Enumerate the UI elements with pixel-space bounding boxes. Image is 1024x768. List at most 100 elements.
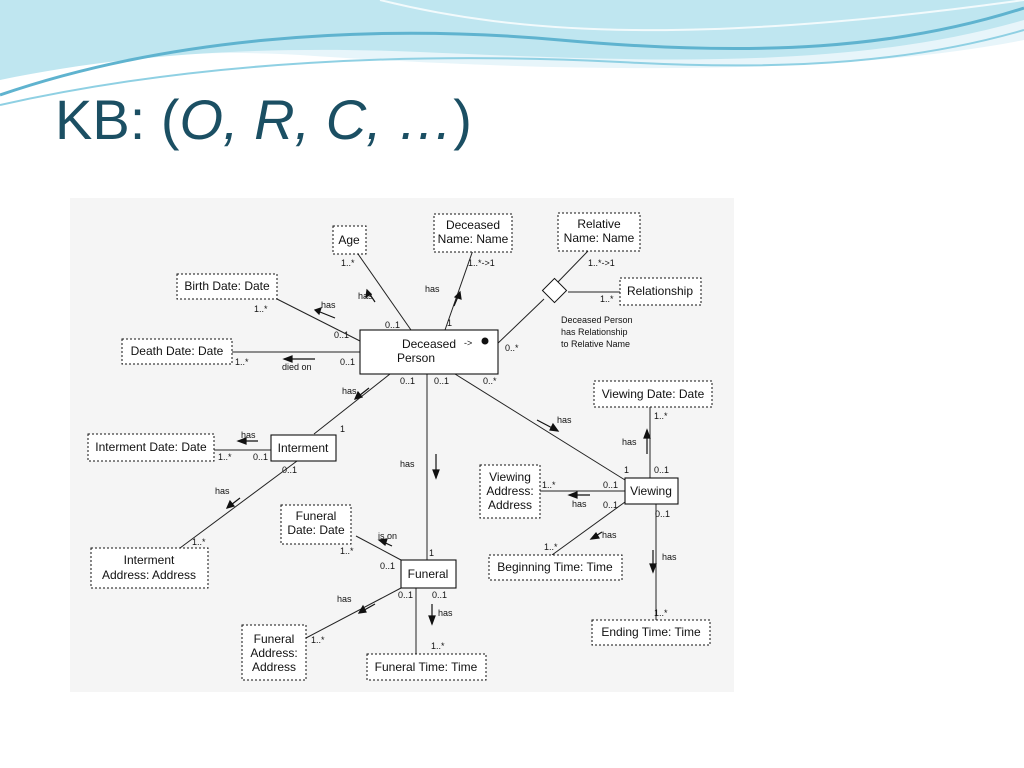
direction-arrows (225, 288, 657, 626)
rel-label-has-interment-date: has (241, 430, 256, 440)
lexical-birth-date: Birth Date: Date (176, 273, 278, 300)
viewing-label: Viewing (630, 484, 672, 498)
lexical-funeral-time: Funeral Time: Time (366, 653, 487, 681)
object-set-deceased-person: Deceased Person -> (359, 329, 499, 375)
knowledge-base-diagram: Deceased Person -> Interment Funeral Vie… (70, 198, 734, 692)
lexical-interment-date: Interment Date: Date (87, 433, 215, 462)
rel-label-has-name: has (425, 284, 440, 294)
funeral-address-label-3: Address (252, 660, 296, 674)
edge-relative-name (555, 250, 589, 285)
viewing-address-label-3: Address (488, 498, 532, 512)
card-age-1-star: 1..* (341, 258, 355, 268)
arrow-has-funeral-address-icon (357, 603, 376, 614)
edge-funeral-address (305, 587, 402, 639)
rel-label-has-viewing-date: has (622, 437, 637, 447)
rel-label-is-on: is on (378, 531, 397, 541)
deceased-person-label-2: Person (397, 351, 435, 365)
main-object-dot-icon (481, 337, 489, 345)
rel-label-has-viewing: has (557, 415, 572, 425)
rel-label-died-on: died on (282, 362, 312, 372)
viewing-address-label-2: Address: (486, 484, 533, 498)
relationship-note-line-2: has Relationship (561, 327, 628, 337)
interment-address-label-1: Interment (124, 553, 175, 567)
arrow-died-on-icon (282, 355, 315, 363)
rel-label-has-interment: has (342, 386, 357, 396)
rel-label-has-funeral-address: has (337, 594, 352, 604)
card-interment-address-0-1: 0..1 (282, 465, 297, 475)
card-interment-date-0-1: 0..1 (253, 452, 268, 462)
arrow-has-name-icon (453, 290, 462, 307)
edge-birth-date (274, 297, 361, 342)
relationship-labels: has has has died on has has has has is o… (215, 284, 677, 618)
edge-viewing (454, 373, 626, 481)
edge-age (357, 253, 412, 331)
lexical-viewing-address: Viewing Address: Address (479, 464, 541, 519)
card-funeral-date-1-star: 1..* (340, 546, 354, 556)
main-object-arrow-mark: -> (464, 338, 472, 348)
lexical-ending-time: Ending Time: Time (591, 619, 711, 646)
relative-name-label-1: Relative (577, 217, 621, 231)
card-funeral-address-1-star: 1..* (311, 635, 325, 645)
arrow-has-viewing-address-icon (567, 491, 590, 499)
title-suffix: ) (453, 88, 472, 151)
deceased-name-label-1: Deceased (446, 218, 500, 232)
cardinalities: 1..* 1..*->1 1..*->1 1..* 1..* 0..1 0..1… (192, 258, 670, 651)
relationship-note-line-3: to Relative Name (561, 339, 630, 349)
card-person-name-1: 1 (447, 318, 452, 328)
card-relative-1-star-to-1: 1..*->1 (588, 258, 615, 268)
funeral-date-label-2: Date: Date (287, 523, 345, 537)
arrow-has-funeral-icon (432, 454, 440, 480)
arrow-is-on-icon (377, 538, 393, 547)
card-interment-date-1-star: 1..* (218, 452, 232, 462)
beginning-time-label: Beginning Time: Time (497, 560, 613, 574)
rel-label-has-ending-time: has (662, 552, 677, 562)
edge-funeral-date (355, 535, 402, 561)
interment-date-label: Interment Date: Date (95, 440, 207, 454)
lexical-viewing-date: Viewing Date: Date (593, 380, 713, 408)
funeral-address-label-1: Funeral (254, 632, 295, 646)
object-set-funeral: Funeral (400, 559, 457, 589)
card-relationship-1-star: 1..* (600, 294, 614, 304)
relationship-note: Deceased Person has Relationship to Rela… (561, 315, 633, 349)
edge-deceased-name (444, 249, 474, 331)
viewing-address-label-1: Viewing (489, 470, 531, 484)
card-viewing-person-1: 1 (624, 465, 629, 475)
lexical-relative-name: Relative Name: Name (557, 212, 641, 252)
arrow-has-interment-address-icon (225, 497, 241, 509)
arrow-has-viewing-date-icon (643, 428, 651, 454)
lexical-deceased-name: Deceased Name: Name (433, 213, 513, 253)
deceased-name-label-2: Name: Name (438, 232, 509, 246)
card-person-age-0-1: 0..1 (385, 320, 400, 330)
lexical-funeral-address: Funeral Address: Address (241, 624, 307, 681)
card-viewing-address-1-star: 1..* (542, 480, 556, 490)
funeral-label: Funeral (408, 567, 449, 581)
card-person-birth-0-1: 0..1 (334, 330, 349, 340)
card-funeral-time-1-star: 1..* (431, 641, 445, 651)
diagram-edges (179, 249, 657, 654)
arrow-has-age-icon (365, 288, 376, 303)
card-death-1-star: 1..* (235, 357, 249, 367)
title-prefix: KB: ( (55, 88, 180, 151)
rel-label-has-beginning-time: has (602, 530, 617, 540)
lexical-relationship: Relationship (619, 277, 702, 306)
card-person-funeral-0-1: 0..1 (434, 376, 449, 386)
card-birth-1-star: 1..* (254, 304, 268, 314)
lexical-interment-address: Interment Address: Address (90, 547, 209, 589)
rel-label-has-funeral: has (400, 459, 415, 469)
funeral-time-label: Funeral Time: Time (375, 660, 478, 674)
birth-date-label: Birth Date: Date (184, 279, 270, 293)
lexical-death-date: Death Date: Date (121, 338, 233, 365)
title-italic: O, R, C, … (179, 88, 454, 151)
card-interment-address-1-star: 1..* (192, 537, 206, 547)
card-funeral-person-1: 1 (429, 548, 434, 558)
relationship-label: Relationship (627, 284, 693, 298)
rel-label-has-age: has (358, 291, 373, 301)
object-set-interment: Interment (270, 434, 337, 462)
edge-interment-address (179, 460, 298, 549)
funeral-date-label-1: Funeral (296, 509, 337, 523)
rel-label-has-viewing-address: has (572, 499, 587, 509)
card-viewing-end-0-1: 0..1 (655, 509, 670, 519)
card-viewing-address-0-1: 0..1 (603, 480, 618, 490)
card-funeral-time-0-1: 0..1 (432, 590, 447, 600)
card-funeral-address-0-1: 0..1 (398, 590, 413, 600)
